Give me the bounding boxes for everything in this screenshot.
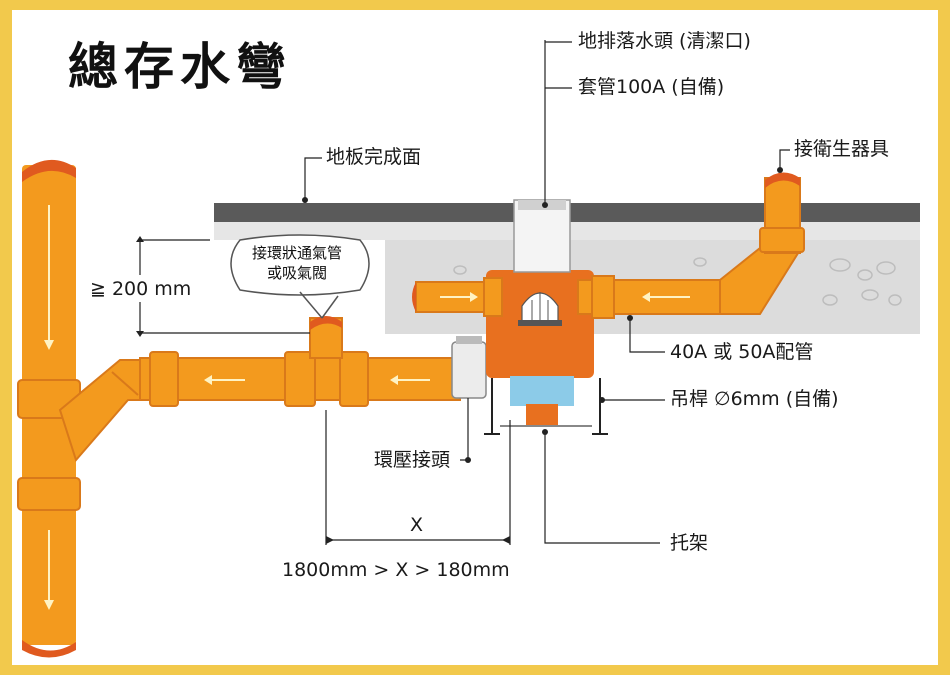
vent-note-text: 接環狀通氣管 或吸氣閥 <box>226 243 368 283</box>
slab-texture <box>453 257 902 306</box>
label-floor-finish: 地板完成面 <box>326 146 422 168</box>
label-x-mark: X <box>410 514 424 536</box>
trap-inlet-left <box>412 277 503 317</box>
vent-note-line2: 或吸氣閥 <box>266 264 327 282</box>
label-height: ≧ 200 mm <box>90 278 192 300</box>
label-pipe-size: 40A 或 50A配管 <box>670 341 814 363</box>
leader-dots <box>136 167 783 544</box>
drain-head-sleeve <box>513 199 571 273</box>
coupling-fitting <box>451 336 487 399</box>
label-drain-head: 地排落水頭 (清潔口) <box>578 30 751 52</box>
label-sleeve: 套管100A (自備) <box>578 76 725 98</box>
vent-riser-pipe <box>309 316 343 359</box>
label-fixture: 接衛生器具 <box>794 138 890 160</box>
page-title: 總存水彎 <box>68 38 292 96</box>
floor-slab <box>385 222 920 334</box>
label-bracket: 托架 <box>670 532 709 554</box>
trap-body <box>486 270 594 426</box>
leader-lines <box>139 40 790 545</box>
fixture-pipe <box>577 172 805 319</box>
label-coupling: 環壓接頭 <box>374 449 451 471</box>
hanger-rods <box>484 378 608 435</box>
label-hanger: 吊桿 ∅6mm (自備) <box>670 388 839 410</box>
label-x-range: 1800mm > X > 180mm <box>282 559 510 581</box>
vent-note-bubble <box>230 234 370 319</box>
vent-note-line1: 接環狀通氣管 <box>251 244 342 262</box>
horizontal-drain-pipe <box>139 351 461 407</box>
